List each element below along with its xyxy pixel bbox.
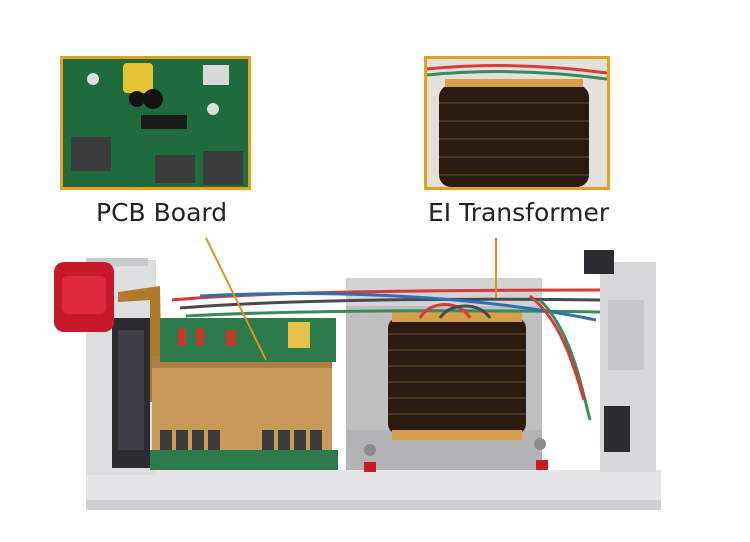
- pcb-board-label: PCB Board: [96, 198, 228, 227]
- chassis-base-edge: [86, 500, 661, 510]
- brass-bracket: [118, 286, 162, 402]
- ei-transformer-label: EI Transformer: [428, 198, 610, 227]
- terminal-block: [604, 406, 630, 452]
- transformer-coil: [388, 312, 526, 440]
- mounting-bolt: [534, 438, 546, 450]
- wiring-harness: [171, 288, 601, 421]
- transformer-closeup-inset: [424, 56, 610, 190]
- bottom-pcb-strip: [150, 450, 338, 470]
- transformer-closeup-photo: [427, 59, 607, 187]
- mounting-bolt: [364, 444, 376, 456]
- pcb-leader-line: [205, 237, 267, 361]
- pcb-closeup-photo: [63, 59, 248, 187]
- small-transformer: [288, 322, 310, 348]
- transistor-row: [160, 430, 322, 450]
- pcb-closeup-inset: [60, 56, 251, 190]
